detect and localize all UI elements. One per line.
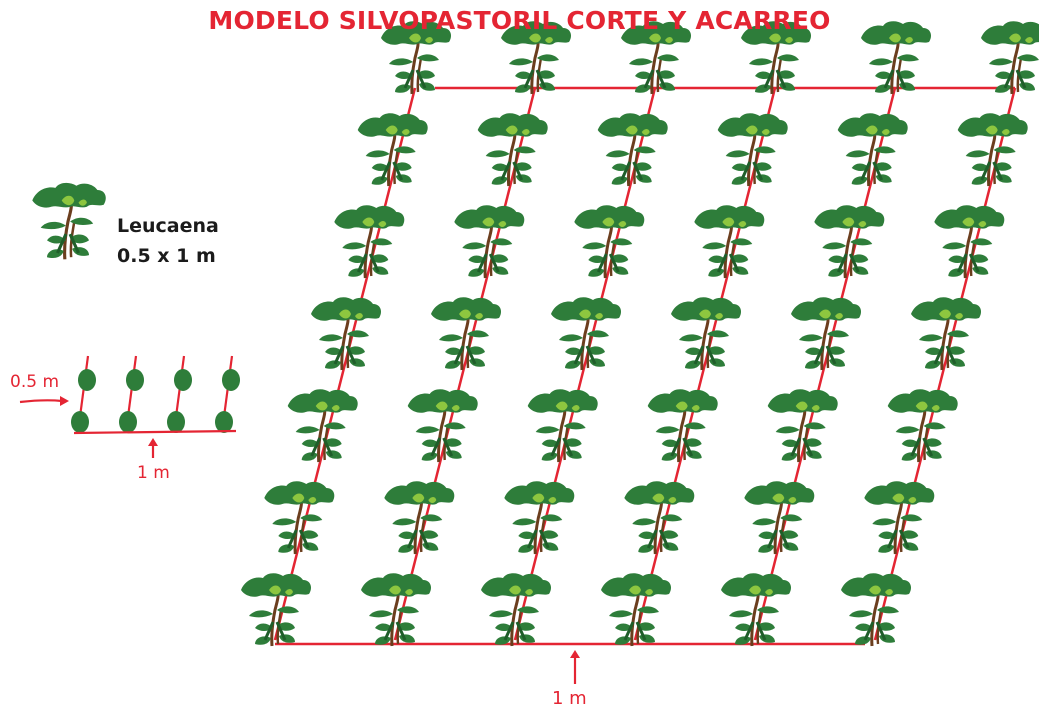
inset-plant-spacing-label: 1 m bbox=[137, 463, 170, 483]
leucaena-tree-icon bbox=[30, 181, 108, 261]
inset-row-spacing-label: 0.5 m bbox=[10, 372, 59, 392]
field-row-line bbox=[273, 87, 417, 641]
arrow-up-icon bbox=[570, 650, 580, 684]
inset-diagram bbox=[71, 355, 240, 435]
field-row-line bbox=[873, 87, 1017, 641]
inset-plant bbox=[126, 369, 144, 391]
legend-species-label: Leucaena bbox=[117, 215, 219, 237]
arrows bbox=[19, 396, 580, 684]
inset-plant bbox=[215, 411, 233, 433]
inset-plant bbox=[174, 369, 192, 391]
field-trees bbox=[239, 19, 1039, 648]
field-row-line bbox=[393, 87, 537, 641]
inset-plant bbox=[78, 369, 96, 391]
field-row-line bbox=[513, 87, 657, 641]
legend-tree bbox=[30, 181, 108, 261]
inset-bottom-line bbox=[73, 429, 237, 435]
inset-plant bbox=[119, 411, 137, 433]
inset-plant bbox=[71, 411, 89, 433]
field-grid-lines bbox=[273, 86, 1017, 646]
inset-plant bbox=[222, 369, 240, 391]
inset-plant bbox=[167, 411, 185, 433]
page-title: MODELO SILVOPASTORIL CORTE Y ACARREO bbox=[208, 6, 831, 35]
arrow-up-icon bbox=[148, 438, 158, 458]
arrow-right-icon bbox=[19, 396, 69, 406]
field-spacing-label: 1 m bbox=[552, 688, 587, 709]
field-row-line bbox=[753, 87, 897, 641]
legend-spacing-label: 0.5 x 1 m bbox=[117, 245, 216, 267]
field-row-line bbox=[633, 87, 777, 641]
